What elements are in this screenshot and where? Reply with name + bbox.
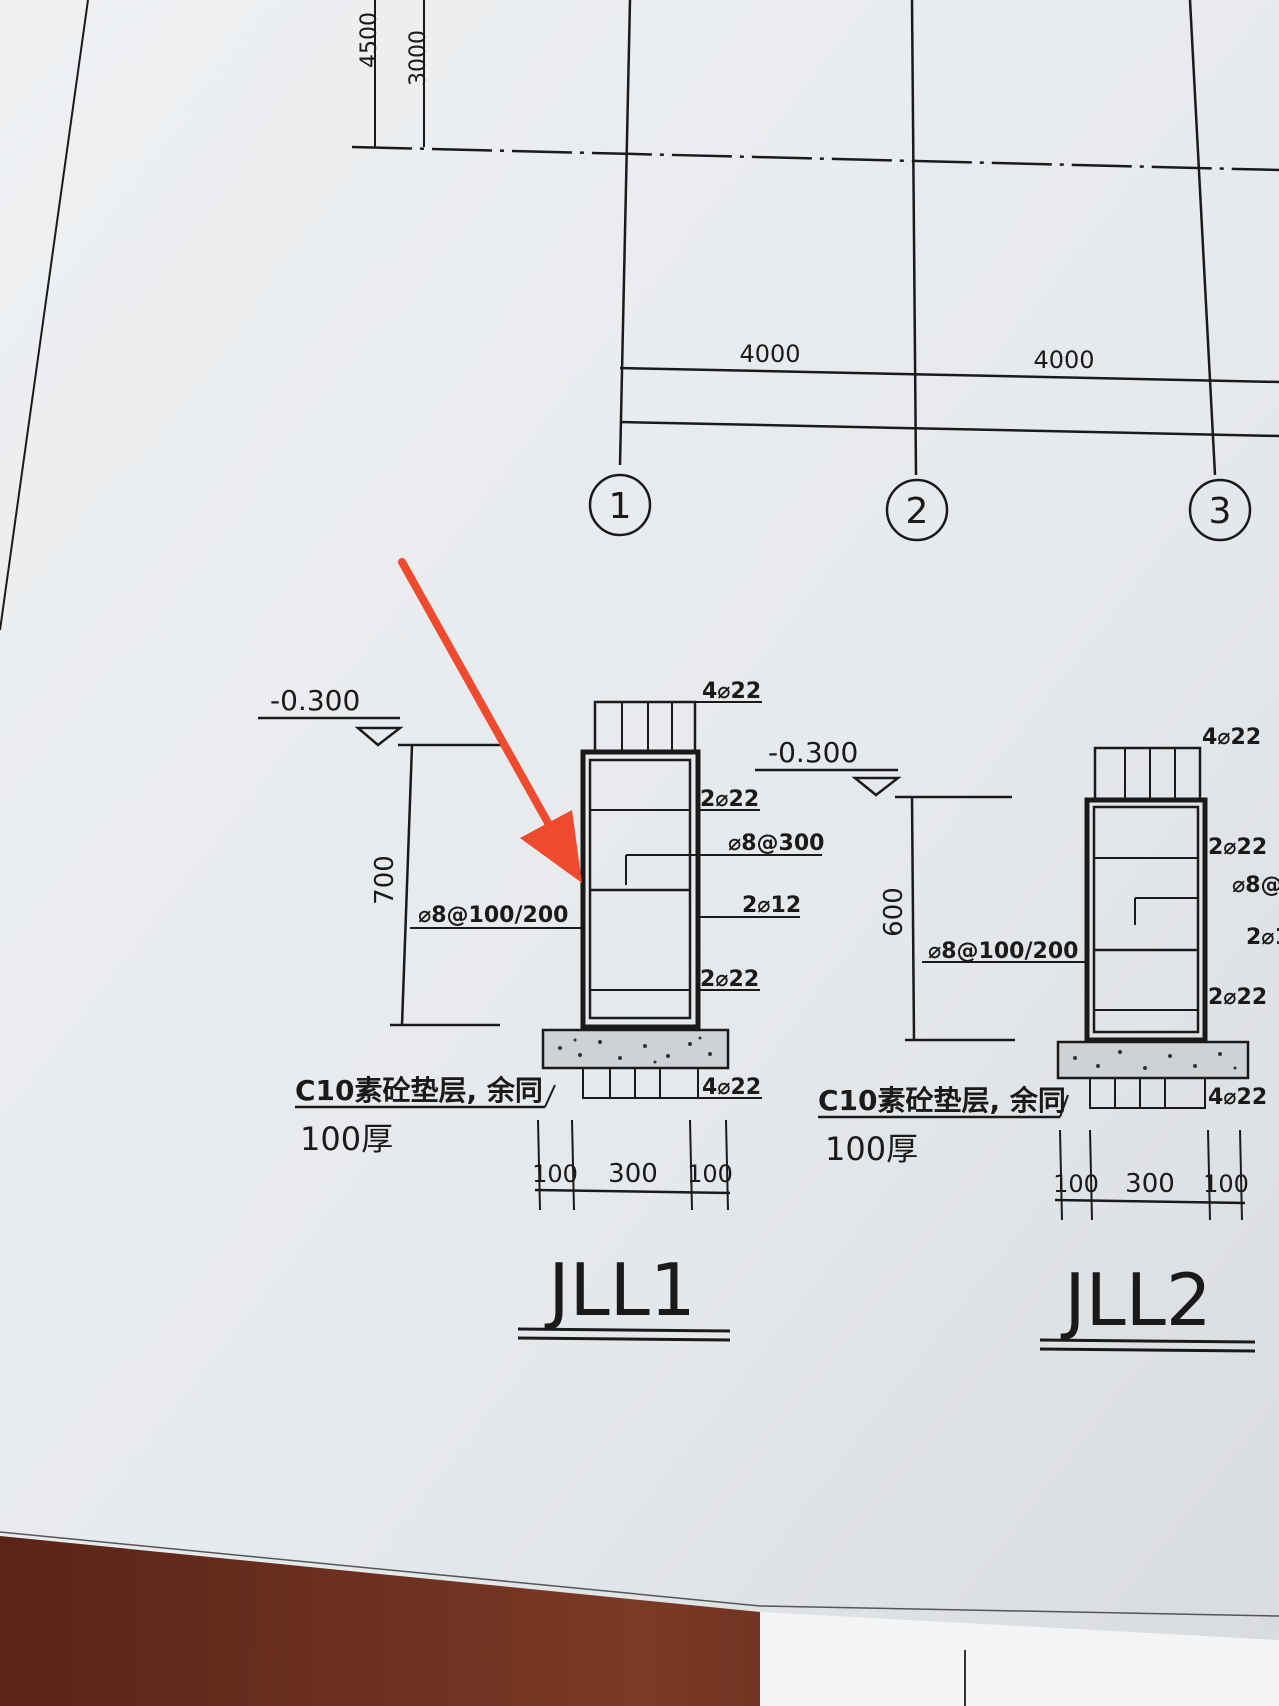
top-bars-label-jll1: 4⌀22 (702, 679, 761, 704)
bottom-bars-label-jll2: 4⌀22 (1208, 1085, 1267, 1110)
section-jll1: -0.300 700 4⌀22 2⌀22 ⌀8@300 2⌀12 2⌀22 4⌀… (258, 679, 824, 1342)
cushion-note-line2-jll2: 100厚 (825, 1130, 918, 1168)
span-dimension-1: 4000 (739, 340, 800, 368)
depth-label-jll2: 600 (879, 887, 909, 937)
bottom-bars-label-jll1: 4⌀22 (702, 1075, 761, 1100)
tie-bars-label-jll2: ⌀8@300 (1232, 873, 1279, 898)
dimension-3000-label: 3000 (406, 30, 431, 86)
width-mid-label-jll2: 300 (1125, 1169, 1175, 1199)
stirrups-label-jll1: ⌀8@100/200 (418, 903, 568, 928)
lower-side-bars-label-jll2: 2⌀22 (1208, 985, 1267, 1010)
axis-label-3: 3 (1209, 491, 1232, 532)
upper-side-bars-label-jll2: 2⌀22 (1208, 835, 1267, 860)
axis-bubble-2 (885, 478, 949, 542)
section-title-jll1: JLL1 (544, 1248, 695, 1332)
top-bars-label-jll2: 4⌀22 (1202, 725, 1261, 750)
axis-label-2: 2 (906, 491, 929, 532)
cushion-layer-jll2 (1056, 1040, 1250, 1080)
width-mid-label-jll1: 300 (608, 1159, 658, 1189)
width-right-label-jll1: 100 (687, 1160, 733, 1188)
cushion-note-line2-jll1: 100厚 (300, 1120, 393, 1158)
lower-side-bars-label-jll1: 2⌀22 (700, 967, 759, 992)
stirrups-label-jll2: ⌀8@100/200 (928, 939, 1078, 964)
axis-bubble-3 (1188, 478, 1252, 542)
section-title-jll2: JLL2 (1060, 1258, 1211, 1342)
tie-bars-label-jll1: ⌀8@300 (728, 831, 824, 856)
section-jll2: -0.300 600 4⌀22 2⌀22 ⌀8@300 2⌀12 2⌀22 4⌀… (755, 725, 1279, 1353)
elevation-label-jll2: -0.300 (768, 736, 858, 769)
cushion-layer-jll1 (541, 1028, 730, 1070)
paper-sheet (0, 0, 1279, 1640)
depth-label-jll1: 700 (370, 855, 400, 905)
width-right-label-jll2: 100 (1203, 1170, 1249, 1198)
red-annotation-arrow (398, 558, 582, 883)
width-left-label-jll2: 100 (1053, 1170, 1099, 1198)
axis-bubble-1 (588, 473, 652, 537)
cushion-note-line1-jll2: C10素砼垫层, 余同 (818, 1084, 1066, 1117)
sheet-border-line (0, 0, 89, 631)
middle-bars-label-jll2: 2⌀12 (1246, 925, 1279, 950)
span-dimension-2: 4000 (1033, 346, 1094, 374)
dimension-4500-label: 4500 (357, 12, 382, 68)
upper-side-bars-label-jll1: 2⌀22 (700, 787, 759, 812)
elevation-label-jll1: -0.300 (270, 684, 360, 717)
width-left-label-jll1: 100 (532, 1160, 578, 1188)
cushion-note-line1-jll1: C10素砼垫层, 余同 (295, 1074, 543, 1107)
plan-grid (351, 0, 1279, 542)
axis-label-1: 1 (609, 486, 632, 527)
middle-bars-label-jll1: 2⌀12 (742, 893, 801, 918)
